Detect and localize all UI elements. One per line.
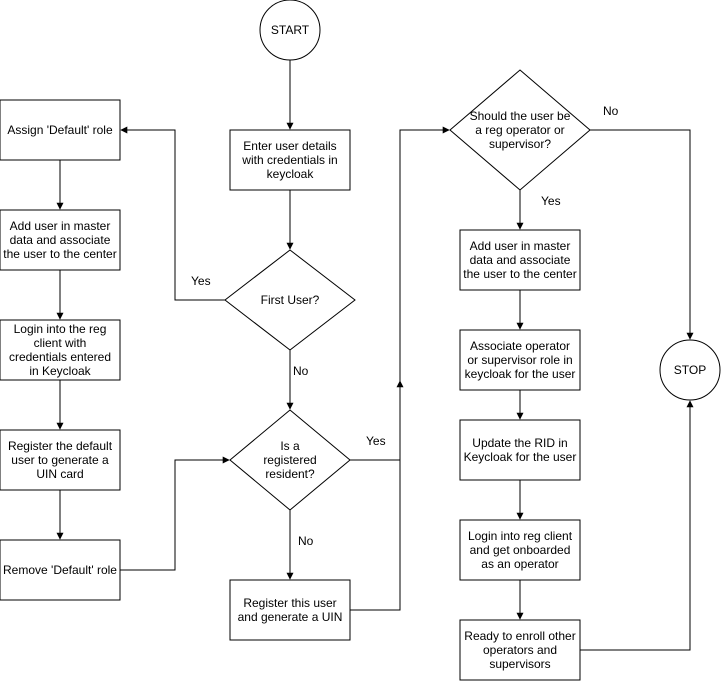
register-uin-box	[229, 579, 351, 641]
assign-default-label: Assign 'Default' role	[7, 123, 113, 137]
assign-default-box	[0, 99, 121, 161]
edge-first-yes	[120, 126, 225, 301]
enter-user-box	[229, 129, 351, 191]
login-onboard-label: Login into reg client and get onboarded …	[467, 529, 573, 571]
remove-default-label: Remove 'Default' role	[3, 563, 117, 577]
first-user-label: First User?	[260, 293, 320, 307]
should-be-reg-label: Should the user be a reg operator or sup…	[469, 109, 571, 151]
edge-register-uin-up	[350, 380, 404, 611]
add-master-right-label: Add user in master data and associate th…	[463, 239, 577, 281]
stop-label: STOP	[673, 363, 707, 377]
login-reg-box	[0, 319, 121, 381]
registered-yes-label: Yes	[365, 434, 387, 448]
edge-should-no	[590, 129, 694, 340]
associate-role-label: Associate operator or supervisor role in…	[464, 339, 576, 381]
stop-node	[659, 339, 721, 401]
update-rid-label: Update the RID in Keycloak for the user	[463, 436, 577, 464]
registered-no-label: No	[297, 534, 315, 548]
edge-to-should	[399, 126, 450, 382]
register-default-box	[0, 429, 121, 491]
add-master-left-label: Add user in master data and associate th…	[3, 219, 117, 261]
enter-user-label: Enter user details with credentials in k…	[242, 139, 338, 181]
edge-remove-to-registered	[120, 456, 230, 571]
start-label: START	[270, 23, 310, 37]
update-rid-box	[459, 419, 581, 481]
add-master-right-box	[459, 229, 581, 291]
ready-enroll-label: Ready to enroll other operators and supe…	[464, 629, 576, 671]
registered-resident-label: Is a registered resident?	[263, 439, 317, 481]
first-yes-label: Yes	[190, 274, 212, 288]
login-reg-label: Login into the reg client with credentia…	[8, 322, 112, 378]
ready-enroll-box	[459, 619, 581, 681]
login-onboard-box	[459, 519, 581, 581]
associate-role-box	[459, 329, 581, 391]
add-master-left-box	[0, 209, 121, 271]
should-yes-label: Yes	[540, 194, 562, 208]
first-no-label: No	[292, 364, 310, 378]
edge-ready-to-stop	[580, 400, 694, 651]
register-default-label: Register the default user to generate a …	[7, 439, 113, 481]
should-no-label: No	[602, 104, 620, 118]
register-uin-label: Register this user and generate a UIN	[237, 596, 343, 624]
